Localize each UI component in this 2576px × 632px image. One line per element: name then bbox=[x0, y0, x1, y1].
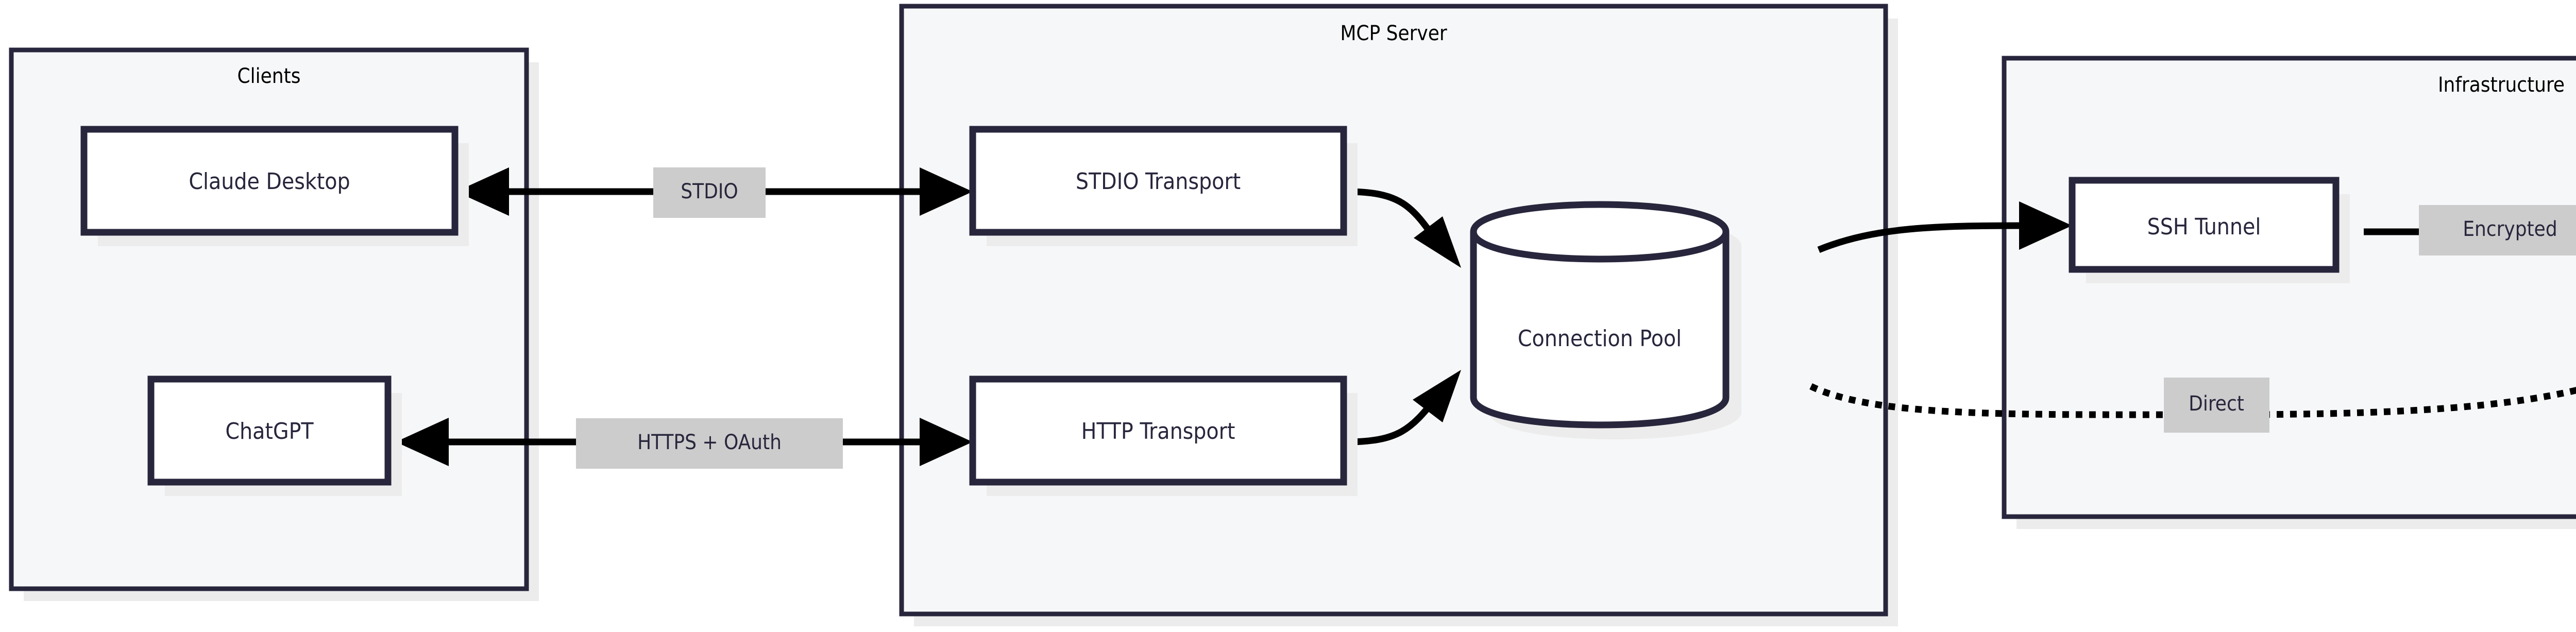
edge-pool-to-ssh-arrowhead bbox=[2019, 201, 2072, 250]
edge-pool-to-ssh-line bbox=[1817, 222, 2030, 253]
edge-label-https-oauth-bg bbox=[576, 418, 843, 469]
cluster-mcp-server-title: MCP Server bbox=[1340, 22, 1447, 45]
node-stdio-transport[interactable]: STDIO Transport bbox=[969, 126, 1358, 246]
edge-label-stdio: STDIO bbox=[653, 167, 766, 218]
node-claude-desktop[interactable]: Claude Desktop bbox=[80, 126, 469, 246]
edge-http-to-pool-arrowhead bbox=[1413, 370, 1461, 422]
edge-label-direct: Direct bbox=[2164, 378, 2269, 433]
node-chatgpt[interactable]: ChatGPT bbox=[147, 375, 402, 496]
edge-stdio-to-pool-arrowhead bbox=[1414, 216, 1461, 268]
node-chatgpt-label: ChatGPT bbox=[225, 418, 314, 445]
cluster-clients-title: Clients bbox=[238, 64, 301, 88]
edge-pool-to-ssh bbox=[1817, 201, 2072, 253]
edge-label-stdio-text: STDIO bbox=[681, 180, 738, 203]
edge-http-to-pool bbox=[1345, 370, 1461, 446]
edge-label-direct-text: Direct bbox=[2189, 392, 2244, 416]
node-connection-pool-body[interactable] bbox=[1470, 201, 1730, 429]
node-chatgpt-rect[interactable] bbox=[147, 375, 392, 486]
cluster-infrastructure-title: Infrastructure bbox=[2438, 73, 2565, 97]
edge-https-oauth-arrowhead-right bbox=[920, 418, 973, 466]
edge-label-https-oauth: HTTPS + OAuth bbox=[576, 418, 843, 469]
node-http-transport[interactable]: HTTP Transport bbox=[969, 375, 1358, 496]
node-connection-pool[interactable]: Connection Pool bbox=[1470, 201, 1741, 439]
node-connection-pool-top-ellipse bbox=[1470, 231, 1730, 263]
cluster-infrastructure-rect bbox=[2002, 56, 2576, 519]
edge-stdio-arrowhead-left bbox=[456, 167, 509, 216]
edge-stdio-arrowhead-right bbox=[920, 167, 973, 216]
edge-label-https-oauth-text: HTTPS + OAuth bbox=[637, 431, 782, 454]
node-ssh-tunnel-label: SSH Tunnel bbox=[2147, 214, 2261, 240]
node-stdio-transport-rect[interactable] bbox=[969, 126, 1347, 236]
node-http-transport-rect[interactable] bbox=[969, 375, 1347, 486]
edge-stdio-to-pool bbox=[1345, 188, 1461, 268]
node-connection-pool-label: Connection Pool bbox=[1518, 326, 1682, 352]
node-ssh-tunnel[interactable]: SSH Tunnel bbox=[2069, 177, 2350, 283]
node-claude-desktop-label: Claude Desktop bbox=[189, 168, 350, 195]
node-ssh-tunnel-rect[interactable] bbox=[2069, 177, 2340, 273]
edge-label-direct-bg bbox=[2164, 378, 2269, 433]
cluster-infrastructure: Infrastructure bbox=[2002, 56, 2576, 529]
edge-label-stdio-bg bbox=[653, 167, 766, 218]
cluster-mcp-server: MCP Server bbox=[899, 4, 1898, 626]
node-http-transport-label: HTTP Transport bbox=[1081, 418, 1235, 445]
edge-label-encrypted-bg bbox=[2419, 205, 2576, 255]
edge-https-oauth-arrowhead-left bbox=[396, 418, 449, 466]
edge-label-encrypted-text: Encrypted bbox=[2463, 217, 2557, 241]
edge-label-encrypted: Encrypted bbox=[2419, 205, 2576, 255]
node-claude-desktop-rect[interactable] bbox=[80, 126, 459, 236]
node-stdio-transport-label: STDIO Transport bbox=[1076, 168, 1241, 195]
